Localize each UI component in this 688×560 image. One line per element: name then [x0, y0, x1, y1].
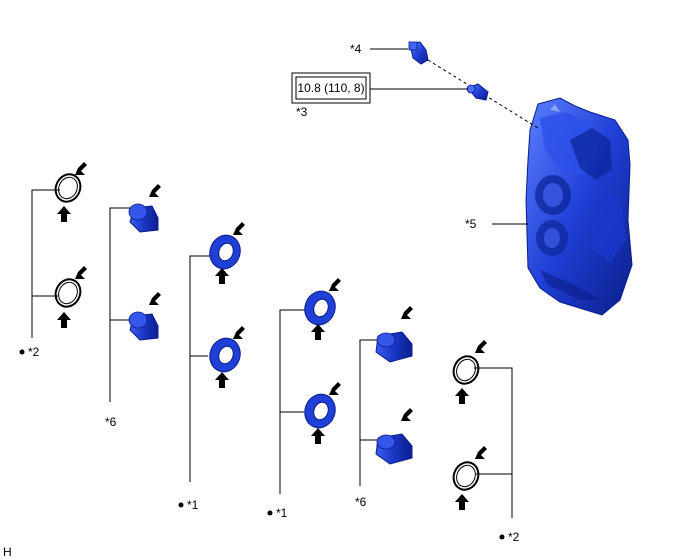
- apply-arrow-icon: [329, 278, 341, 291]
- apply-arrow-icon: [233, 222, 245, 235]
- apply-arrow-icon: [57, 312, 71, 328]
- label-star3: *3: [296, 105, 308, 119]
- label-star4: *4: [350, 42, 362, 56]
- dust-boot: [304, 290, 336, 326]
- apply-arrow-icon: [329, 382, 341, 395]
- apply-arrow-icon: [75, 162, 87, 175]
- piston-seal-ring: [452, 461, 480, 491]
- apply-arrow-icon: [215, 372, 229, 388]
- label-star6-right: *6: [355, 495, 367, 509]
- piston-seal-ring: [452, 355, 480, 385]
- brake-caliper-body: [525, 97, 633, 316]
- label-star1-left: *1: [187, 498, 199, 512]
- apply-arrow-icon: [455, 494, 469, 510]
- corner-code: H: [3, 545, 12, 559]
- apply-arrow-icon: [311, 324, 325, 340]
- seal-group-right: [452, 340, 513, 518]
- bullet-dot-icon: [19, 349, 25, 355]
- torque-spec-text: 10.8 (110, 8): [297, 81, 364, 95]
- bullet-dot-icon: [178, 502, 184, 508]
- caliper-piston: [375, 331, 413, 363]
- piston-group-right: [359, 306, 413, 486]
- seal-group-left: [31, 162, 87, 338]
- caliper-piston: [128, 203, 159, 233]
- label-star2-right: *2: [508, 530, 520, 544]
- bleeder-plug-cap: [408, 41, 429, 65]
- apply-arrow-icon: [475, 446, 487, 459]
- dust-boot: [209, 234, 241, 270]
- dust-boot-group-right: [279, 278, 341, 494]
- label-star5: *5: [465, 217, 477, 231]
- apply-arrow-icon: [475, 340, 487, 353]
- apply-arrow-icon: [455, 388, 469, 404]
- label-star2-left: *2: [28, 345, 40, 359]
- apply-arrow-icon: [401, 306, 413, 319]
- bullet-dot-icon: [267, 510, 273, 516]
- apply-arrow-icon: [233, 326, 245, 339]
- apply-arrow-icon: [149, 184, 161, 197]
- apply-arrow-icon: [57, 206, 71, 222]
- apply-arrow-icon: [311, 428, 325, 444]
- torque-spec-box: 10.8 (110, 8): [291, 72, 371, 104]
- dust-boot: [304, 393, 336, 429]
- label-star1-right: *1: [276, 506, 288, 520]
- apply-arrow-icon: [149, 292, 161, 305]
- apply-arrow-icon: [75, 266, 87, 279]
- label-star6-left: *6: [105, 415, 117, 429]
- dust-boot-group-left: [189, 222, 245, 482]
- caliper-piston: [375, 433, 413, 465]
- caliper-piston: [128, 311, 159, 341]
- bleeder-plug: [466, 83, 489, 101]
- apply-arrow-icon: [401, 408, 413, 421]
- piston-seal-ring: [54, 278, 82, 308]
- piston-seal-ring: [54, 173, 82, 203]
- apply-arrow-icon: [215, 268, 229, 284]
- dust-boot: [209, 337, 241, 373]
- piston-group-left: [109, 184, 161, 402]
- bullet-dot-icon: [499, 534, 505, 540]
